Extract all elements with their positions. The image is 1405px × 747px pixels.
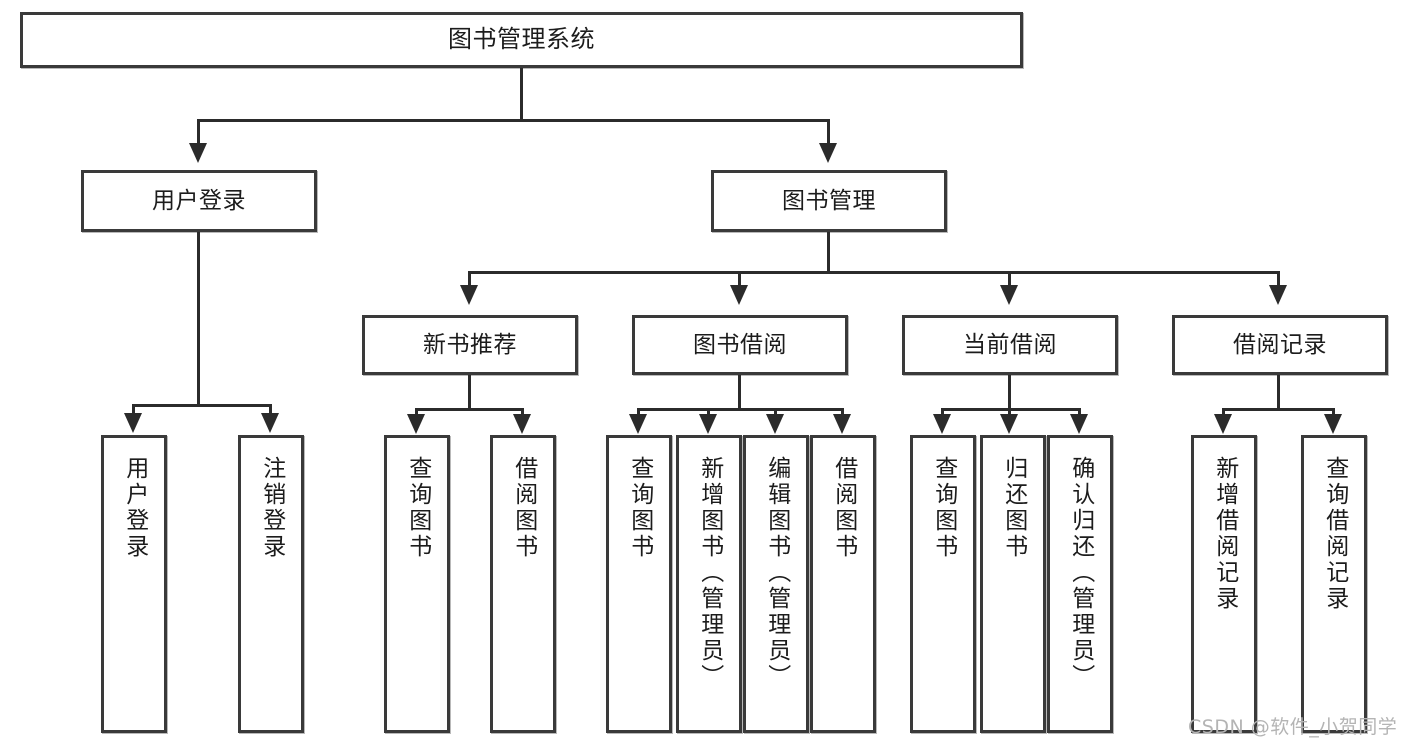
- connector-book-admin-drop-4: [1277, 271, 1280, 288]
- connector-book-borrow-drop-4: [841, 408, 844, 417]
- arrow-to-leaf-user-logout: [261, 413, 279, 433]
- node-leaf-return-book-label: 归还图书: [1000, 456, 1027, 560]
- node-root-system[interactable]: 图书管理系统: [20, 12, 1023, 68]
- arrow-to-leaf-query-book-b: [629, 414, 647, 434]
- connector-root-bus: [197, 119, 830, 122]
- arrow-to-leaf-borrow-book-a: [513, 414, 531, 434]
- node-book-admin[interactable]: 图书管理: [711, 170, 947, 232]
- node-leaf-query-book-c-label: 查询图书: [930, 456, 957, 560]
- arrow-to-leaf-query-book-c: [933, 414, 951, 434]
- arrow-to-leaf-return-book: [1000, 414, 1018, 434]
- connector-book-borrow-stem: [738, 375, 741, 409]
- arrow-to-book-borrow: [730, 285, 748, 305]
- connector-root-stem: [520, 68, 523, 120]
- connector-book-admin-stem: [827, 232, 830, 272]
- csdn-watermark: CSDN @软件_小贺同学: [1188, 716, 1398, 738]
- connector-new-book-rec-stem: [468, 375, 471, 409]
- connector-book-borrow-bus: [637, 408, 844, 411]
- connector-user-login-bus: [132, 404, 272, 407]
- connector-current-borrow-stem: [1008, 375, 1011, 409]
- node-leaf-confirm-return[interactable]: 确认归还（管理员）: [1047, 435, 1113, 733]
- node-leaf-borrow-book-a[interactable]: 借阅图书: [490, 435, 556, 733]
- node-user-login-label: 用户登录: [152, 187, 246, 214]
- node-book-borrow[interactable]: 图书借阅: [632, 315, 848, 375]
- connector-book-admin-bus: [468, 271, 1280, 274]
- node-current-borrow[interactable]: 当前借阅: [902, 315, 1118, 375]
- node-user-login[interactable]: 用户登录: [81, 170, 317, 232]
- connector-borrow-record-stem: [1277, 375, 1280, 409]
- connector-book-admin-drop-3: [1008, 271, 1011, 288]
- node-leaf-query-book-b[interactable]: 查询图书: [606, 435, 672, 733]
- node-leaf-user-login[interactable]: 用户登录: [101, 435, 167, 733]
- node-leaf-edit-book[interactable]: 编辑图书（管理员）: [743, 435, 809, 733]
- node-leaf-add-record-label: 新增借阅记录: [1211, 456, 1238, 612]
- connector-borrow-record-drop-1: [1222, 408, 1225, 417]
- arrow-root-to-user-login: [189, 143, 207, 163]
- connector-book-borrow-drop-1: [637, 408, 640, 417]
- node-book-admin-label: 图书管理: [782, 187, 876, 214]
- node-leaf-add-book-label: 新增图书（管理员）: [696, 456, 723, 690]
- node-leaf-add-record[interactable]: 新增借阅记录: [1191, 435, 1257, 733]
- node-leaf-user-logout[interactable]: 注销登录: [238, 435, 304, 733]
- node-borrow-record-label: 借阅记录: [1233, 331, 1327, 358]
- connector-borrow-record-drop-2: [1332, 408, 1335, 417]
- node-leaf-user-logout-label: 注销登录: [258, 456, 285, 560]
- node-leaf-user-login-label: 用户登录: [121, 456, 148, 560]
- node-leaf-query-record[interactable]: 查询借阅记录: [1301, 435, 1367, 733]
- connector-new-book-rec-bus: [415, 408, 524, 411]
- node-leaf-borrow-book-a-label: 借阅图书: [510, 456, 537, 560]
- connector-book-admin-drop-2: [738, 271, 741, 288]
- connector-book-admin-drop-1: [468, 271, 471, 288]
- node-book-borrow-label: 图书借阅: [693, 331, 787, 358]
- connector-new-book-rec-drop-1: [415, 408, 418, 417]
- connector-current-borrow-drop-1: [941, 408, 944, 417]
- connector-user-login-drop-2: [269, 404, 272, 416]
- node-leaf-query-book-a-label: 查询图书: [404, 456, 431, 560]
- connector-root-to-user-login: [197, 119, 200, 146]
- arrow-to-leaf-query-book-a: [407, 414, 425, 434]
- node-leaf-query-book-c[interactable]: 查询图书: [910, 435, 976, 733]
- connector-user-login-stem: [197, 232, 200, 405]
- node-current-borrow-label: 当前借阅: [963, 331, 1057, 358]
- arrow-to-leaf-borrow-book-b: [833, 414, 851, 434]
- connector-current-borrow-drop-2: [1008, 408, 1011, 417]
- connector-user-login-drop-1: [132, 404, 135, 416]
- node-leaf-query-book-b-label: 查询图书: [626, 456, 653, 560]
- node-leaf-add-book[interactable]: 新增图书（管理员）: [676, 435, 742, 733]
- node-leaf-return-book[interactable]: 归还图书: [980, 435, 1046, 733]
- arrow-to-leaf-add-record: [1214, 414, 1232, 434]
- connector-root-to-book-admin: [827, 119, 830, 146]
- node-leaf-confirm-return-label: 确认归还（管理员）: [1067, 456, 1094, 690]
- arrow-to-leaf-user-login: [124, 413, 142, 433]
- node-new-book-rec-label: 新书推荐: [423, 331, 517, 358]
- node-new-book-rec[interactable]: 新书推荐: [362, 315, 578, 375]
- arrow-to-leaf-query-record: [1324, 414, 1342, 434]
- arrow-to-new-book-rec: [460, 285, 478, 305]
- node-leaf-query-book-a[interactable]: 查询图书: [384, 435, 450, 733]
- arrow-to-borrow-record: [1269, 285, 1287, 305]
- node-leaf-edit-book-label: 编辑图书（管理员）: [763, 456, 790, 690]
- arrow-to-current-borrow: [1000, 285, 1018, 305]
- arrow-root-to-book-admin: [819, 143, 837, 163]
- connector-book-borrow-drop-2: [707, 408, 710, 417]
- node-leaf-query-record-label: 查询借阅记录: [1321, 456, 1348, 612]
- connector-current-borrow-drop-3: [1078, 408, 1081, 417]
- arrow-to-leaf-edit-book: [766, 414, 784, 434]
- node-leaf-borrow-book-b-label: 借阅图书: [830, 456, 857, 560]
- connector-borrow-record-bus: [1222, 408, 1335, 411]
- arrow-to-leaf-confirm-return: [1070, 414, 1088, 434]
- connector-new-book-rec-drop-2: [521, 408, 524, 417]
- node-leaf-borrow-book-b[interactable]: 借阅图书: [810, 435, 876, 733]
- arrow-to-leaf-add-book: [699, 414, 717, 434]
- node-borrow-record[interactable]: 借阅记录: [1172, 315, 1388, 375]
- node-root-system-label: 图书管理系统: [448, 25, 595, 54]
- connector-current-borrow-bus: [941, 408, 1081, 411]
- connector-book-borrow-drop-3: [774, 408, 777, 417]
